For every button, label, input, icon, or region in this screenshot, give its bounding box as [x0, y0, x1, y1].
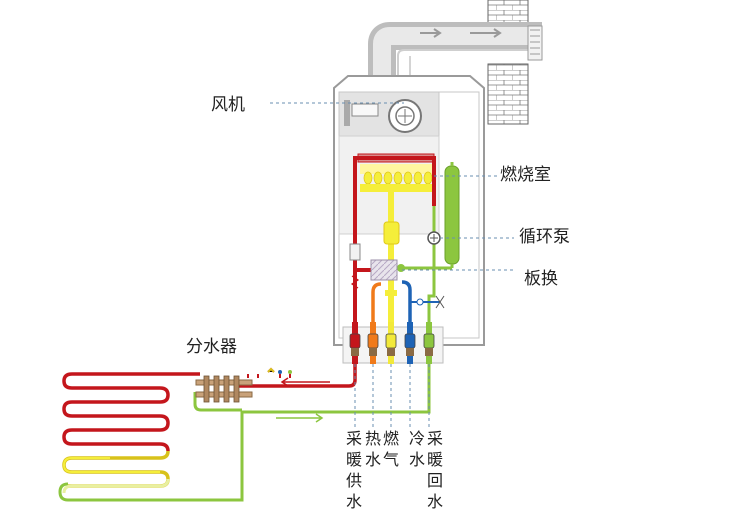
- hot-water-line: [371, 282, 382, 340]
- port-label-1-char: 暖: [346, 450, 362, 469]
- port-label-5-char: 采: [427, 429, 443, 448]
- label-manifold: 分水器: [186, 337, 237, 357]
- fan-unit: [344, 99, 422, 133]
- port-valve-2: [367, 322, 379, 364]
- leader-lines: [270, 102, 516, 428]
- port-label-2-char: 热: [365, 429, 381, 448]
- manifold: [195, 367, 292, 403]
- label-combustion-chamber: 燃烧室: [500, 165, 551, 185]
- port-valve-3: [385, 322, 397, 364]
- port-label-4-char: 冷: [409, 429, 425, 448]
- port-label-1-char: 采: [346, 429, 362, 448]
- floor-heating-coils: [62, 372, 200, 494]
- port-label-1-char: 供: [346, 471, 362, 490]
- port-label-5-char: 回: [427, 471, 443, 490]
- port-label-3-char: 燃: [383, 429, 399, 448]
- port-valve-4: [404, 322, 416, 364]
- chimney-wall: [487, 0, 529, 125]
- label-pump: 循环泵: [519, 227, 570, 247]
- cold-water-line: [401, 280, 445, 340]
- port-valves: [349, 322, 435, 364]
- port-label-5-char: 水: [427, 492, 443, 511]
- port-label-1-char: 水: [346, 492, 362, 511]
- port-valve-1: [349, 322, 361, 364]
- port-label-3-char: 气: [383, 450, 399, 469]
- port-label-4-char: 水: [409, 450, 425, 469]
- flue-pipe: [368, 22, 543, 98]
- external-piping: [58, 360, 431, 502]
- port-label-5-char: 暖: [427, 450, 443, 469]
- label-fan: 风机: [211, 95, 245, 115]
- port-label-2-char: 水: [365, 450, 381, 469]
- label-plate-exchanger: 板换: [524, 269, 558, 289]
- plate-exchanger: [370, 259, 398, 281]
- heating-return-line: [397, 162, 460, 340]
- port-valve-5: [423, 322, 435, 364]
